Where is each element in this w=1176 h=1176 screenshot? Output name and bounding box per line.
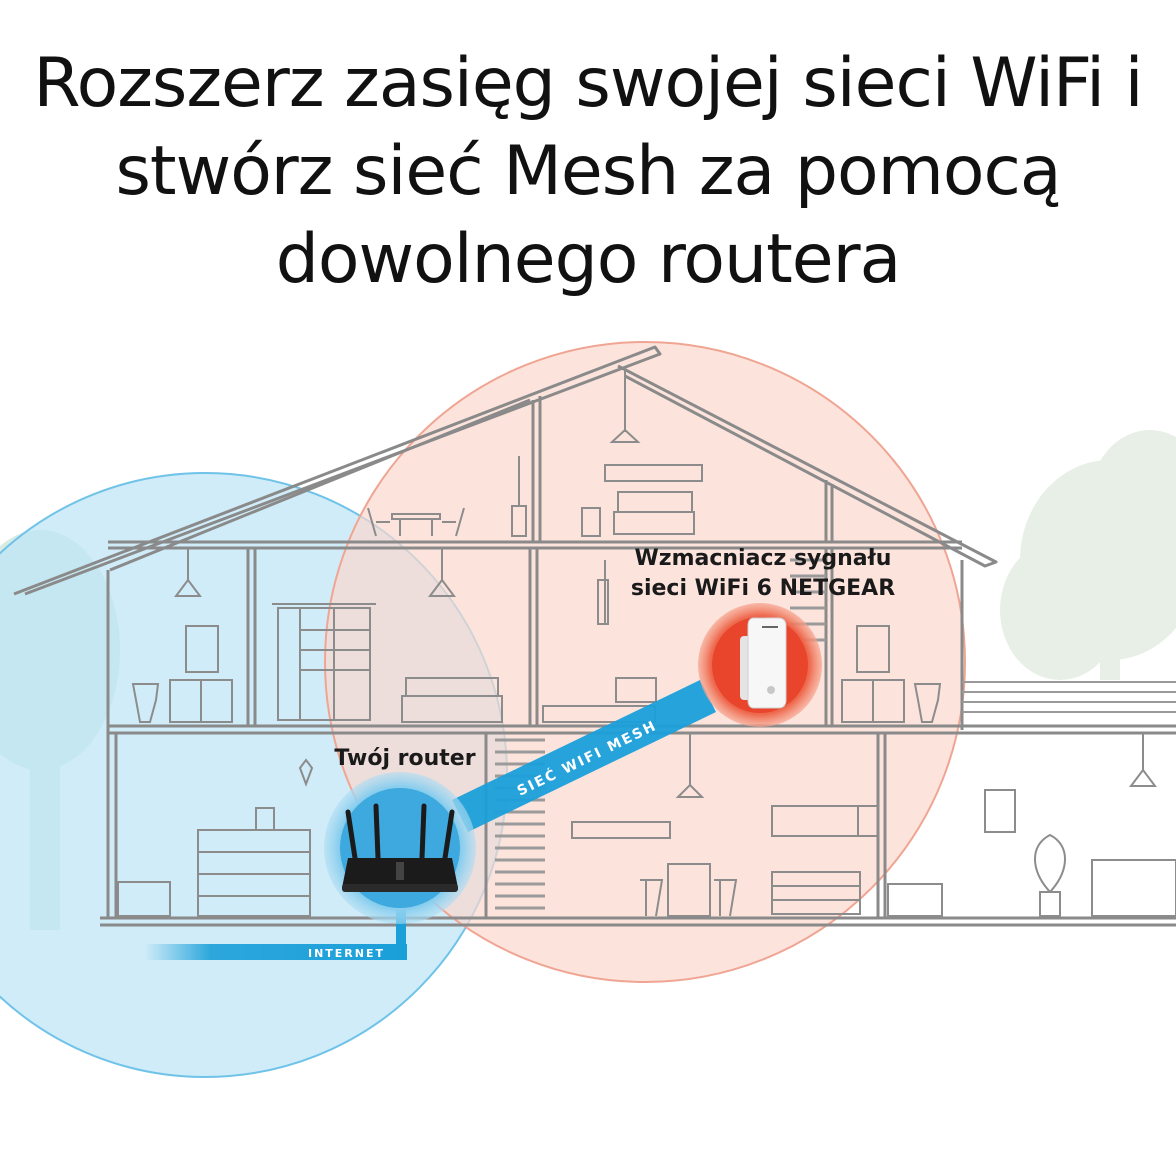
furniture bbox=[117, 366, 1176, 917]
title-line-1: Rozszerz zasięg swojej sieci WiFi i bbox=[33, 44, 1143, 123]
mesh-link bbox=[452, 680, 716, 832]
title-line-2: stwórz sieć Mesh za pomocą bbox=[115, 132, 1061, 211]
router-label: Twój router bbox=[334, 746, 475, 771]
router-icon bbox=[342, 803, 458, 892]
page-title: Rozszerz zasięg swojej sieci WiFi i stwó… bbox=[0, 40, 1176, 304]
internet-label: INTERNET bbox=[308, 947, 385, 960]
extender-label-line-1: Wzmacniacz sygnału bbox=[635, 546, 892, 571]
extender-icon bbox=[740, 617, 787, 709]
tree-right bbox=[1000, 430, 1176, 680]
extender-node bbox=[698, 603, 822, 727]
title-line-3: dowolnego routera bbox=[275, 220, 901, 299]
router-node bbox=[324, 772, 476, 924]
house-outline bbox=[13, 345, 1176, 927]
annex bbox=[962, 681, 1176, 713]
internet-line bbox=[145, 944, 407, 960]
extender-label-line-2: sieci WiFi 6 NETGEAR bbox=[631, 576, 895, 601]
